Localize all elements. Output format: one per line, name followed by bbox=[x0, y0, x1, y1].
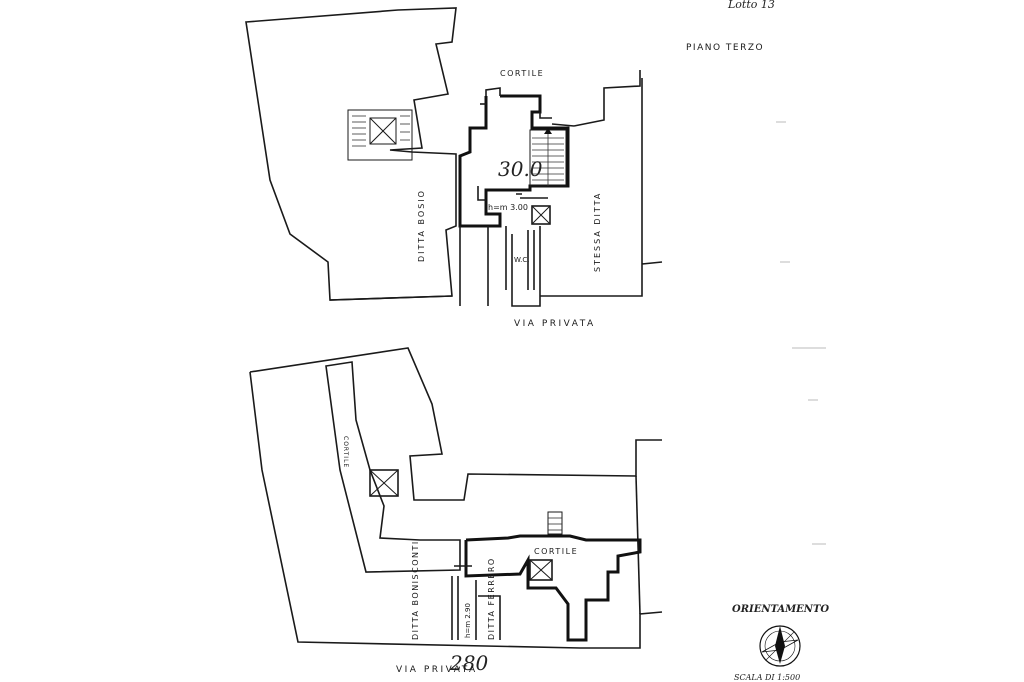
lower-courtyard-label-2: CORTILE bbox=[534, 547, 578, 556]
upper-left-neighbor-label: DITTA BOSIO bbox=[417, 189, 426, 262]
upper-wc-label: W.C. bbox=[514, 256, 529, 264]
left-stair-core bbox=[347, 109, 413, 161]
scan-marks bbox=[776, 121, 826, 545]
stair-icon bbox=[547, 511, 563, 535]
lower-right-neighbor-label: DITTA FERRERO bbox=[487, 557, 496, 640]
lower-street-label: VIA PRIVATA bbox=[396, 665, 478, 675]
upper-plan: CORTILE 30.0 h=m 3.00 W.C. DITTA BOSIO S… bbox=[245, 7, 663, 329]
unit-280-outline bbox=[464, 534, 642, 642]
scale-label: SCALA DI 1:500 bbox=[734, 673, 800, 682]
lift-shaft-icon bbox=[369, 469, 399, 497]
lower-plan: CORTILE CORTILE DITTA BONISCONTI DITTA F… bbox=[249, 347, 663, 675]
stair-icon bbox=[529, 128, 567, 187]
sheet-ref: Lotto 13 bbox=[727, 0, 775, 11]
upper-height-note: h=m 3.00 bbox=[488, 203, 528, 212]
upper-right-neighbor-label: STESSA DITTA bbox=[593, 192, 602, 272]
lift-shaft-icon bbox=[369, 117, 397, 145]
unit-30-outline bbox=[458, 94, 570, 228]
upper-unit-number: 30.0 bbox=[498, 157, 543, 181]
lower-left-neighbor-outline bbox=[249, 347, 662, 501]
floor-title: PIANO TERZO bbox=[686, 43, 764, 53]
lower-left-neighbor-label: DITTA BONISCONTI bbox=[411, 540, 420, 640]
lift-shaft-icon bbox=[529, 559, 553, 581]
legend: ORIENTAMENTO SCALA DI 1:500 bbox=[732, 604, 829, 682]
lower-unit-number: 280 bbox=[449, 651, 488, 675]
lift-shaft-icon bbox=[531, 205, 551, 225]
lower-height-note: h=m 2.90 bbox=[464, 603, 472, 638]
upper-courtyard-label: CORTILE bbox=[500, 69, 544, 78]
orientation-title: ORIENTAMENTO bbox=[732, 604, 829, 615]
lower-courtyard-strip bbox=[325, 361, 461, 573]
lower-courtyard-label: CORTILE bbox=[342, 436, 349, 468]
upper-street-label: VIA PRIVATA bbox=[514, 319, 596, 329]
compass-rose-icon bbox=[759, 625, 801, 667]
right-neighbor-outline bbox=[540, 70, 663, 297]
